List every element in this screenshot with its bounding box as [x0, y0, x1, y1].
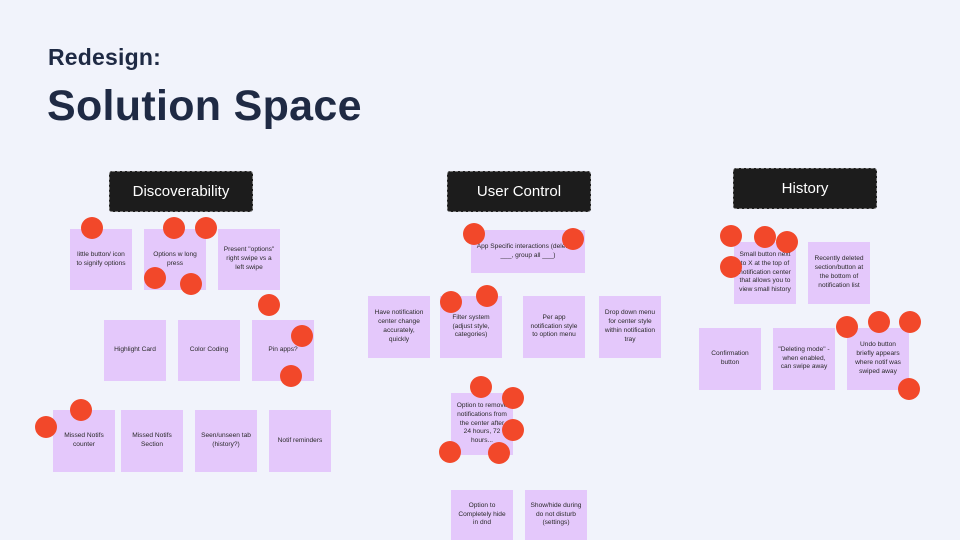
sticky-per-app-style[interactable]: Per app notification style to option men…: [523, 296, 585, 358]
vote-dot[interactable]: [258, 294, 280, 316]
sticky-seen-unseen-tab[interactable]: Seen/unseen tab (history?): [195, 410, 257, 472]
sticky-drop-down-menu[interactable]: Drop down menu for center style within n…: [599, 296, 661, 358]
vote-dot[interactable]: [776, 231, 798, 253]
vote-dot[interactable]: [163, 217, 185, 239]
sticky-app-specific[interactable]: App Specific interactions (delete all __…: [471, 230, 585, 273]
sticky-small-button[interactable]: Small button next to X at the top of not…: [734, 242, 796, 304]
vote-dot[interactable]: [439, 441, 461, 463]
header-discoverability[interactable]: Discoverability: [109, 171, 253, 212]
slide-eyebrow: Redesign:: [48, 44, 161, 70]
vote-dot[interactable]: [720, 256, 742, 278]
header-history[interactable]: History: [733, 168, 877, 209]
vote-dot[interactable]: [868, 311, 890, 333]
vote-dot[interactable]: [476, 285, 498, 307]
vote-dot[interactable]: [144, 267, 166, 289]
vote-dot[interactable]: [470, 376, 492, 398]
sticky-recently-deleted[interactable]: Recently deleted section/button at the b…: [808, 242, 870, 304]
sticky-change-center[interactable]: Have notification center change accurate…: [368, 296, 430, 358]
vote-dot[interactable]: [463, 223, 485, 245]
vote-dot[interactable]: [280, 365, 302, 387]
vote-dot[interactable]: [754, 226, 776, 248]
vote-dot[interactable]: [440, 291, 462, 313]
vote-dot[interactable]: [720, 225, 742, 247]
sticky-color-coding[interactable]: Color Coding: [178, 320, 240, 381]
sticky-highlight-card[interactable]: Highlight Card: [104, 320, 166, 381]
vote-dot[interactable]: [81, 217, 103, 239]
vote-dot[interactable]: [70, 399, 92, 421]
sticky-undo-button[interactable]: Undo button briefly appears where notif …: [847, 328, 909, 390]
sticky-notif-reminders[interactable]: Notif reminders: [269, 410, 331, 472]
sticky-missed-notifs-section[interactable]: Missed Notifs Section: [121, 410, 183, 472]
vote-dot[interactable]: [502, 419, 524, 441]
sticky-confirmation-button[interactable]: Confirmation button: [699, 328, 761, 390]
vote-dot[interactable]: [836, 316, 858, 338]
slide-title: Solution Space: [47, 82, 362, 130]
sticky-little-button[interactable]: little button/ icon to signify options: [70, 229, 132, 290]
vote-dot[interactable]: [291, 325, 313, 347]
vote-dot[interactable]: [502, 387, 524, 409]
vote-dot[interactable]: [180, 273, 202, 295]
sticky-deleting-mode[interactable]: "Deleting mode" - when enabled, can swip…: [773, 328, 835, 390]
vote-dot[interactable]: [35, 416, 57, 438]
sticky-completely-hide[interactable]: Option to Completely hide in dnd: [451, 490, 513, 540]
vote-dot[interactable]: [195, 217, 217, 239]
sticky-show-hide-dnd[interactable]: Show/hide during do not disturb (setting…: [525, 490, 587, 540]
vote-dot[interactable]: [898, 378, 920, 400]
vote-dot[interactable]: [899, 311, 921, 333]
header-user-control[interactable]: User Control: [447, 171, 591, 212]
vote-dot[interactable]: [562, 228, 584, 250]
vote-dot[interactable]: [488, 442, 510, 464]
sticky-present-options[interactable]: Present "options" right swipe vs a left …: [218, 229, 280, 290]
